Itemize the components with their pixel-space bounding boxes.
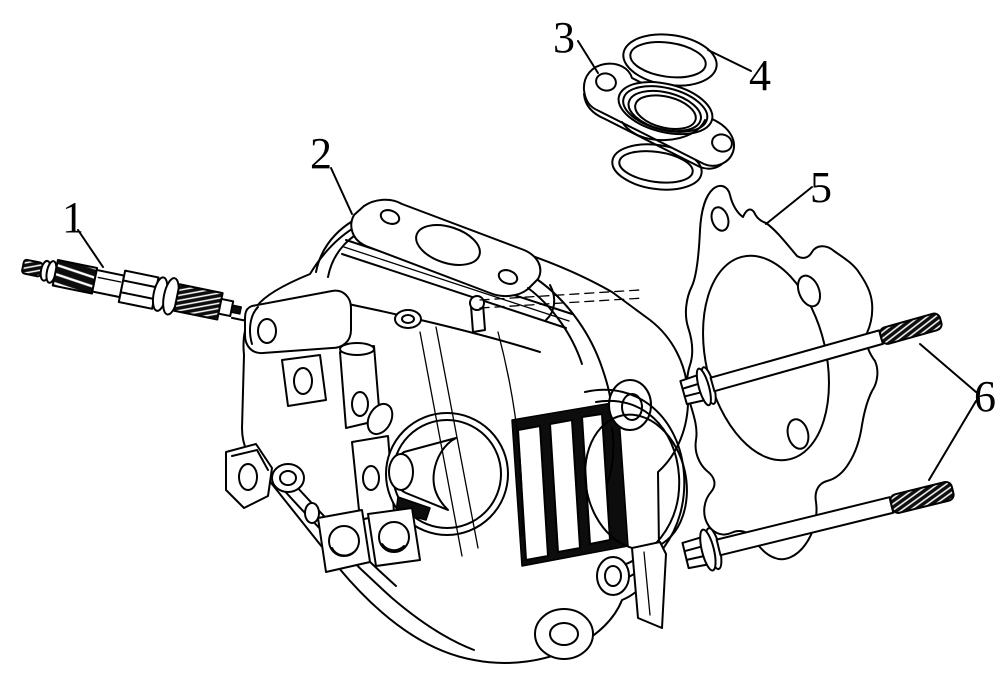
bore-ring bbox=[627, 89, 702, 133]
boss-hole bbox=[293, 367, 313, 395]
pushrod-hole bbox=[366, 402, 394, 436]
leader-line-2 bbox=[330, 167, 353, 215]
casting-seam bbox=[419, 331, 463, 557]
leader-line-5 bbox=[765, 186, 813, 225]
bolt-flange-washer bbox=[699, 528, 717, 572]
post-hole bbox=[351, 391, 369, 417]
ear-hole bbox=[238, 463, 258, 491]
contour-line bbox=[97, 276, 122, 283]
hex-facet-line bbox=[119, 291, 156, 300]
rocker-post-top bbox=[339, 342, 375, 356]
bore-thickness-arc bbox=[621, 119, 706, 142]
hex-facet-line bbox=[681, 382, 701, 390]
leader-line-1 bbox=[77, 229, 104, 268]
o-ring-inner bbox=[629, 41, 707, 79]
boss-hole bbox=[257, 318, 277, 344]
hole-shadow-arc bbox=[331, 547, 355, 557]
flange-bolt-hole bbox=[595, 72, 617, 92]
flange-underside-arc bbox=[545, 284, 556, 321]
cylinder-head bbox=[225, 198, 690, 664]
deck-edge-line bbox=[479, 297, 645, 309]
callout-1-label: 1 bbox=[62, 193, 84, 242]
casting-seam bbox=[435, 326, 479, 549]
casting-seam bbox=[497, 331, 523, 537]
deck-edge-line bbox=[479, 289, 641, 301]
bracket-edge-line bbox=[643, 551, 651, 616]
gasket-hole bbox=[710, 206, 730, 232]
insulator-nose bbox=[217, 297, 235, 318]
o-ring-top bbox=[622, 33, 718, 87]
insulator-spacer bbox=[582, 62, 735, 170]
ear-edge-line bbox=[231, 449, 269, 471]
bolt-thread-section bbox=[889, 480, 955, 514]
gasket-hole bbox=[786, 418, 810, 450]
insulator-ribs bbox=[51, 259, 99, 295]
callout-4-label: 4 bbox=[749, 51, 771, 100]
leader-line-6-upper bbox=[919, 343, 977, 393]
ear-hole bbox=[604, 565, 622, 587]
callouts: 1 2 3 4 5 6 bbox=[62, 13, 996, 481]
gasket-hole bbox=[796, 274, 822, 308]
bore-hole bbox=[634, 94, 697, 130]
right-arm-edge bbox=[606, 427, 615, 485]
bolt-thread-section bbox=[879, 312, 943, 345]
valve-guide-slat bbox=[549, 419, 581, 553]
flange-bolt-bottom bbox=[681, 480, 955, 572]
right-arm-edge bbox=[527, 287, 583, 365]
o-ring-inner bbox=[618, 150, 694, 184]
boss-hole bbox=[378, 521, 410, 553]
boss-hole bbox=[279, 470, 297, 486]
intake-port-hole bbox=[415, 224, 481, 266]
hex-facet-line bbox=[122, 279, 158, 289]
callout-5-label: 5 bbox=[810, 163, 832, 212]
leader-line-4 bbox=[707, 49, 752, 72]
thread-section bbox=[173, 283, 224, 321]
hex-facet-line bbox=[683, 391, 704, 398]
bolt-shank bbox=[715, 496, 895, 557]
callout-3-label: 3 bbox=[553, 13, 575, 62]
flange-bolt-hole bbox=[497, 269, 519, 285]
flange-thickness-edge bbox=[583, 93, 723, 170]
callout-2-label: 2 bbox=[310, 129, 332, 178]
flange-bolt-hole bbox=[379, 209, 401, 225]
frame-rail-line bbox=[265, 469, 475, 651]
leader-line-6-lower bbox=[928, 400, 977, 481]
post-hole bbox=[362, 465, 380, 491]
spark-plug bbox=[21, 258, 248, 322]
stud-boss-hole bbox=[401, 314, 415, 324]
valve-guide-slat bbox=[517, 425, 549, 561]
flange-bolt-top bbox=[679, 312, 943, 407]
hole-shadow-arc bbox=[381, 543, 405, 552]
rocker-arm-edge bbox=[343, 246, 570, 322]
bolt-flange-washer bbox=[695, 367, 712, 407]
bottom-boss-hole bbox=[549, 622, 579, 646]
side-bracket bbox=[631, 541, 667, 629]
flange-bolt-hole bbox=[711, 133, 733, 153]
callout-6-label: 6 bbox=[974, 372, 996, 421]
rocker-arm-edge bbox=[341, 253, 567, 329]
small-oval-hole bbox=[304, 502, 320, 524]
spark-plug-boss-face bbox=[388, 453, 414, 491]
leader-line-3 bbox=[577, 40, 599, 74]
center-electrode bbox=[230, 304, 242, 315]
bolt-shank bbox=[709, 329, 884, 393]
ceramic-insulator bbox=[91, 268, 126, 299]
boss-cap-arc bbox=[249, 306, 259, 345]
